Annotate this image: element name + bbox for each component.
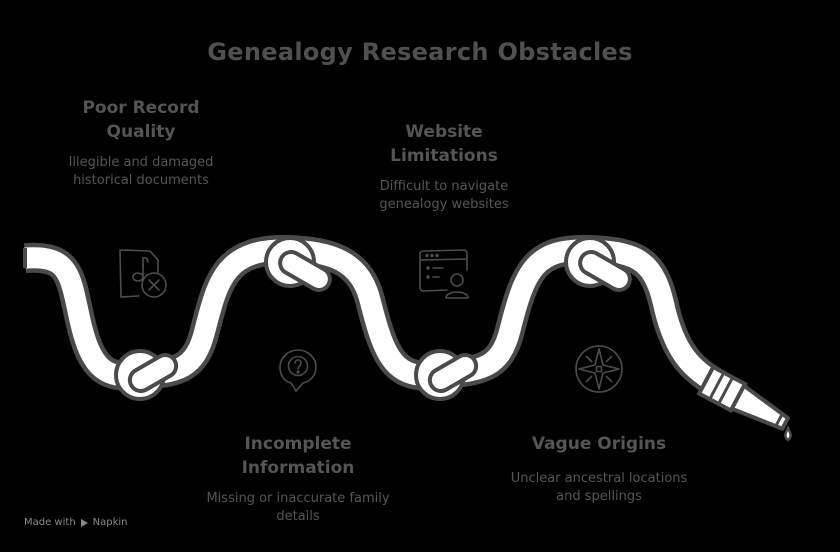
compass-icon xyxy=(575,345,623,393)
location-question-icon xyxy=(279,349,317,392)
obstacle-poor-record-quality: Poor Record Quality Illegible and damage… xyxy=(55,96,227,190)
obstacle-incomplete-information: Incomplete Information Missing or inaccu… xyxy=(206,432,390,526)
water-drop xyxy=(784,425,792,442)
obstacle-description: Unclear ancestral locations and spelling… xyxy=(510,471,688,504)
obstacle-description: Missing or inaccurate family details xyxy=(206,491,390,524)
hose-nozzle xyxy=(696,364,790,431)
obstacle-heading: Vague Origins xyxy=(531,434,667,454)
obstacle-description: Difficult to navigate genealogy websites xyxy=(379,179,509,212)
obstacle-description: Illegible and damaged historical documen… xyxy=(68,155,214,188)
diagram-title: Genealogy Research Obstacles xyxy=(207,38,633,66)
obstacle-heading: Website Limitations xyxy=(390,122,498,166)
footer-attribution: Made with Napkin xyxy=(24,517,128,528)
music-document-error-icon xyxy=(119,249,167,298)
knot-2 xyxy=(264,236,332,292)
obstacle-heading: Incomplete Information xyxy=(241,434,355,478)
browser-user-icon xyxy=(419,249,469,299)
made-with-label: Made with xyxy=(24,517,76,528)
knot-4 xyxy=(564,236,632,292)
brand-label: Napkin xyxy=(92,517,128,528)
knot-3 xyxy=(414,349,479,401)
knot-1 xyxy=(114,349,179,401)
obstacle-heading: Poor Record Quality xyxy=(82,98,200,142)
obstacle-vague-origins: Vague Origins Unclear ancestral location… xyxy=(510,432,688,506)
napkin-logo-icon xyxy=(80,518,88,527)
obstacle-website-limitations: Website Limitations Difficult to navigat… xyxy=(358,120,530,214)
